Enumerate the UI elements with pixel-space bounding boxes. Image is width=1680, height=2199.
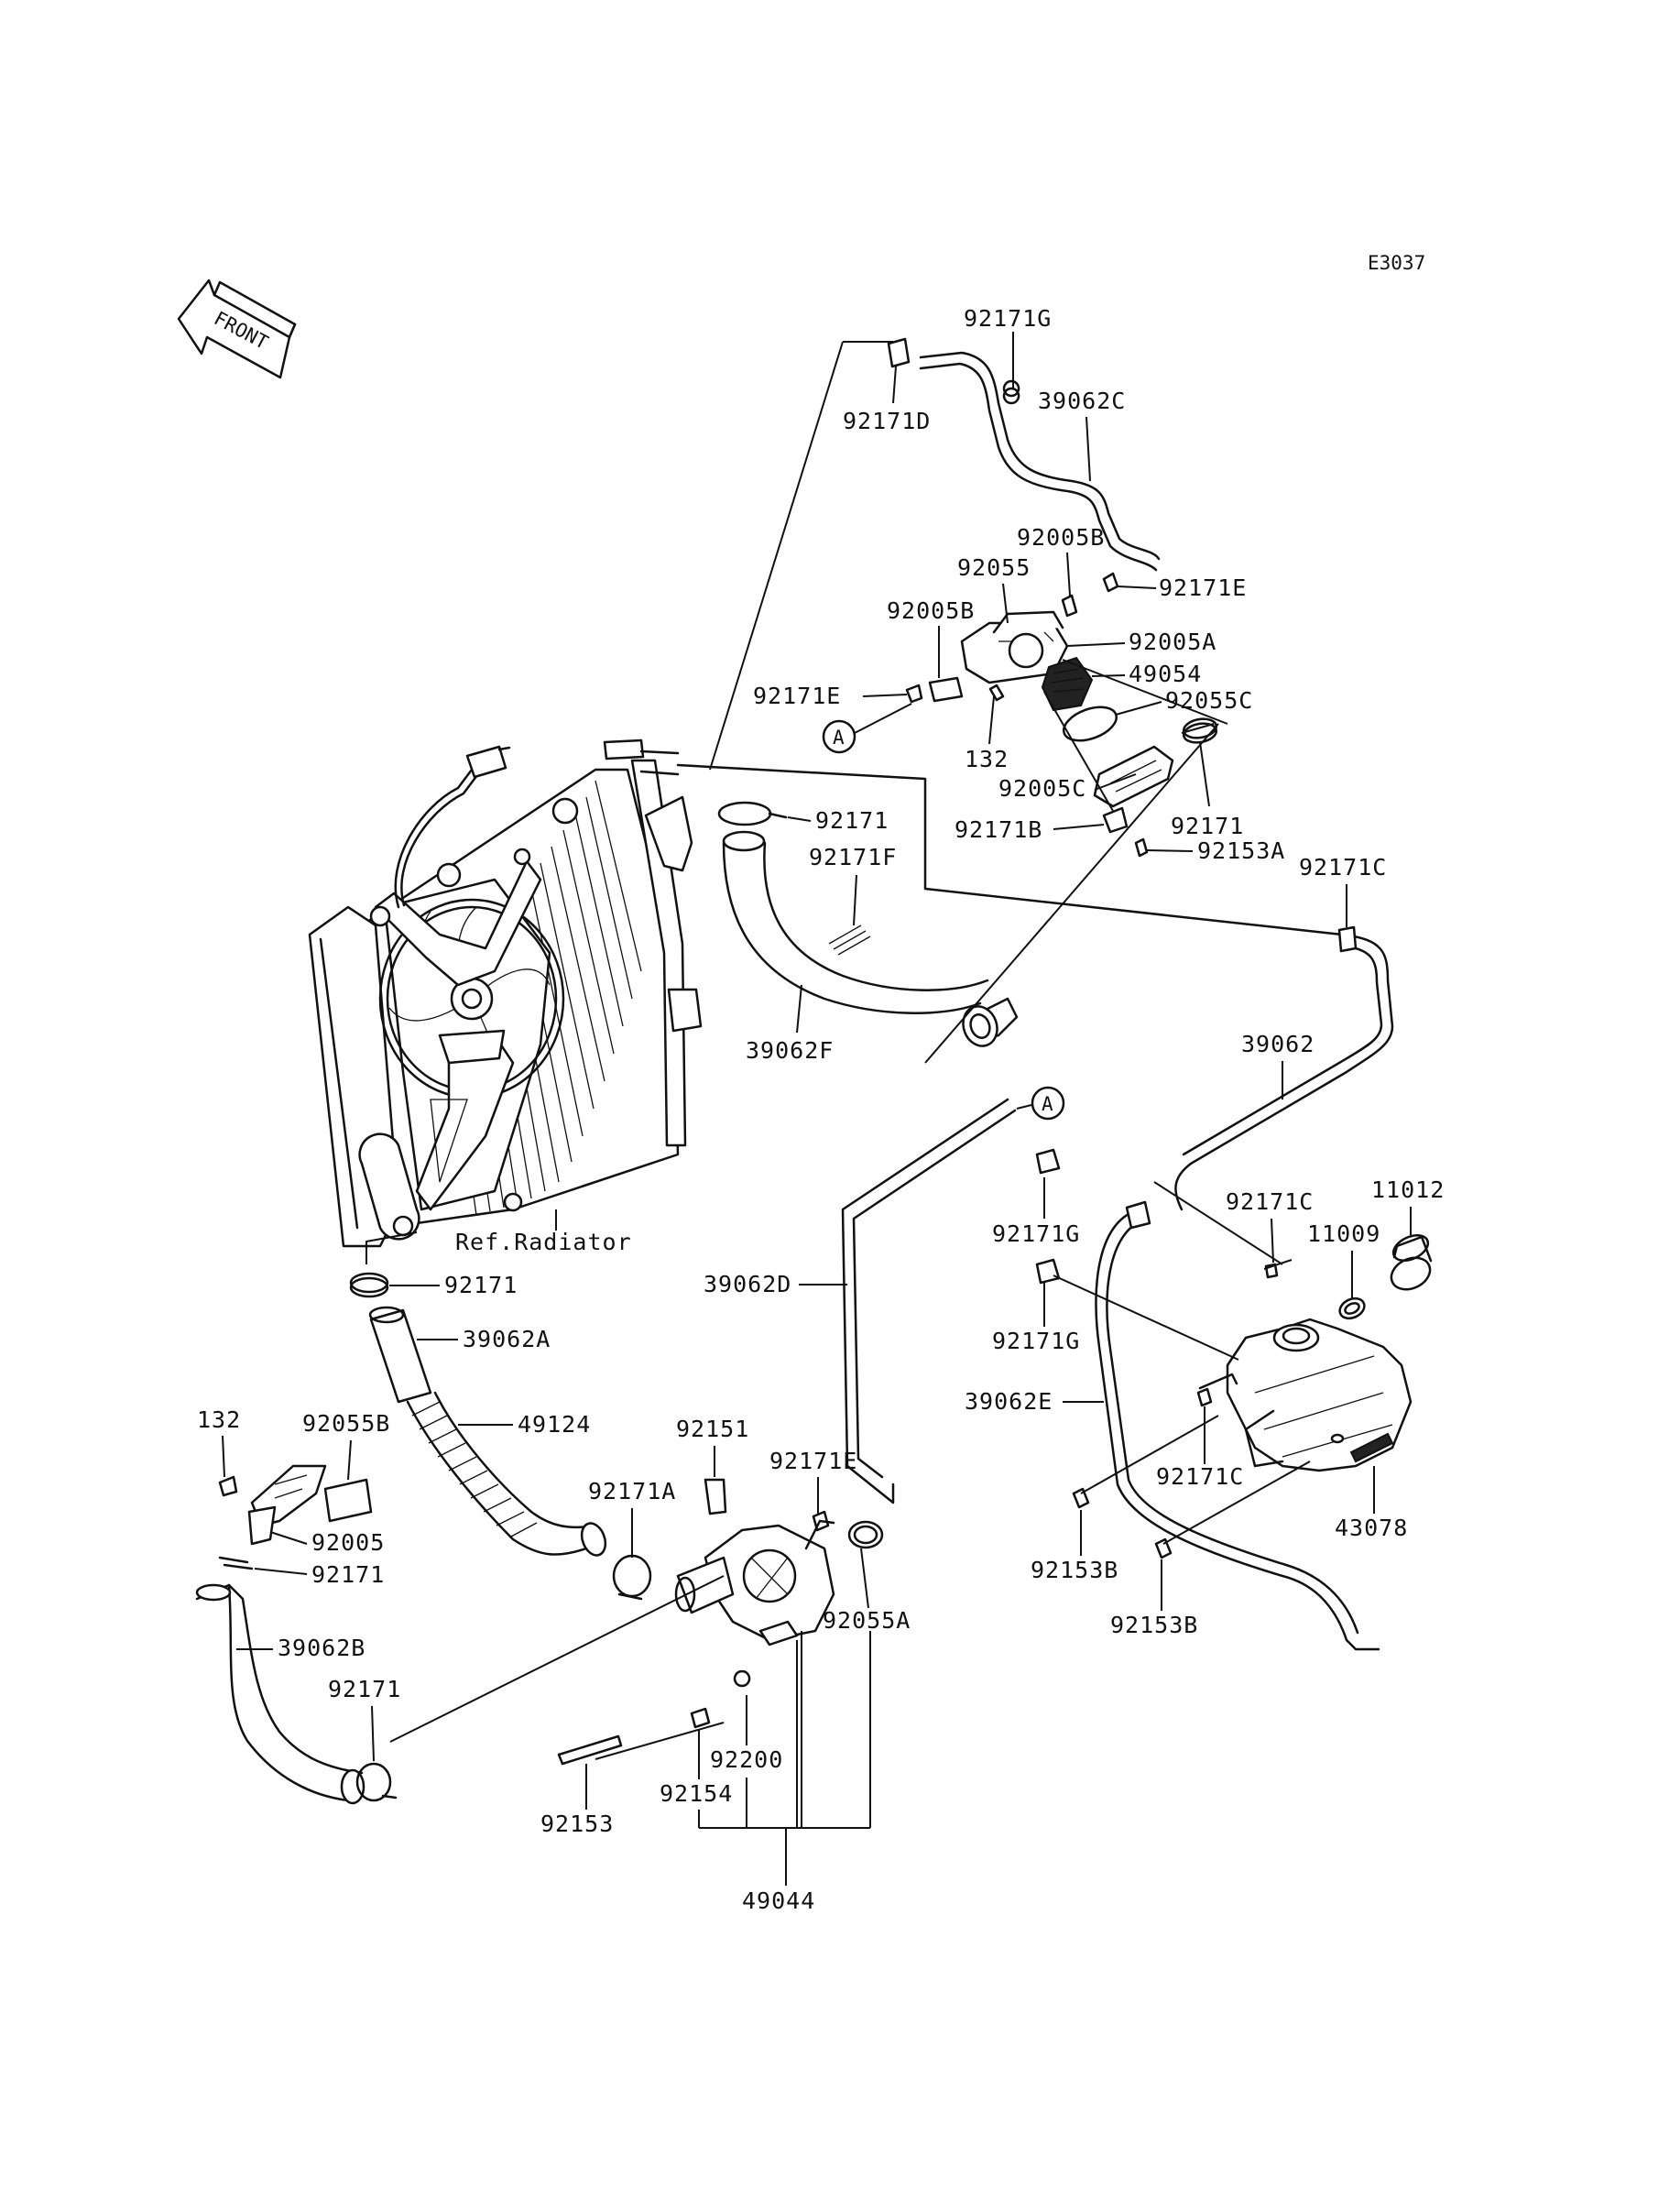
clamp-92171-top [717, 801, 788, 826]
clip-92171e-low [812, 1510, 830, 1532]
label-132-low: 132 [197, 1406, 241, 1433]
svg-text:A: A [833, 727, 845, 749]
svg-text:A: A [1042, 1093, 1053, 1115]
label-39062: 39062 [1241, 1031, 1315, 1057]
clip-92171f [828, 924, 871, 956]
label-92005c: 92005C [998, 775, 1086, 802]
label-11009: 11009 [1307, 1220, 1380, 1247]
label-49044: 49044 [742, 1887, 815, 1914]
label-92153b-a: 92153B [1031, 1557, 1118, 1583]
hose-39062c [919, 351, 1161, 561]
marker-a-mid: A [1016, 1086, 1065, 1121]
label-92171b: 92171B [955, 816, 1042, 843]
label-92005b-b: 92005B [887, 597, 975, 624]
label-92171-mid: 92171 [444, 1272, 518, 1298]
label-92171d: 92171D [843, 408, 931, 434]
label-92151: 92151 [676, 1416, 749, 1442]
hose-49124 [406, 1391, 607, 1557]
label-11012: 11012 [1371, 1176, 1445, 1203]
label-92153b-b: 92153B [1110, 1612, 1198, 1638]
label-43078: 43078 [1335, 1515, 1408, 1541]
label-39062e: 39062E [965, 1388, 1053, 1415]
hose-39062d [841, 1098, 1009, 1504]
label-92171a: 92171A [588, 1478, 676, 1504]
bolt-92153b-a [1072, 1487, 1090, 1509]
label-132-top: 132 [965, 746, 1009, 772]
label-92055c: 92055C [1165, 687, 1253, 714]
reservoir-cap-11012 [1390, 1233, 1433, 1291]
hose-39062 [676, 763, 1394, 1211]
label-92153a: 92153A [1197, 837, 1285, 864]
label-92171e-top: 92171E [1159, 574, 1247, 601]
o-ring-92055a [847, 1520, 884, 1549]
label-92171g-mid: 92171G [992, 1220, 1080, 1247]
hose-39062e [1095, 1208, 1380, 1651]
label-39062b: 39062B [278, 1635, 365, 1661]
clip-92171g-top [1002, 379, 1020, 405]
clip-92171c-mid [1264, 1263, 1279, 1279]
label-92171g-low: 92171G [992, 1328, 1080, 1354]
label-49054: 49054 [1129, 661, 1202, 687]
hose-39062f [722, 830, 1019, 1047]
bolt-92154 [690, 1707, 711, 1729]
thermostat-cover-92005 [218, 1464, 327, 1546]
label-49124: 49124 [518, 1411, 591, 1438]
clamp-92171-mid [349, 1272, 389, 1298]
label-92153: 92153 [540, 1811, 614, 1837]
label-92171-low1: 92171 [311, 1561, 385, 1588]
bolt-92153 [557, 1734, 623, 1766]
label-92171e-left: 92171E [753, 683, 841, 709]
label-92055a: 92055A [823, 1607, 911, 1634]
hose-39062a [368, 1306, 432, 1404]
label-92055b: 92055B [302, 1410, 390, 1437]
clamp-92171-low [218, 1556, 398, 1802]
gasket-92055b [323, 1478, 373, 1523]
label-39062d: 39062D [704, 1271, 791, 1297]
bolt-92153b-b [1154, 1537, 1173, 1559]
washer-92200 [733, 1669, 751, 1688]
marker-a-top: A [822, 703, 912, 754]
label-92005: 92005 [311, 1529, 385, 1556]
thermostat-housing-assembly [905, 572, 1218, 858]
label-92171-top: 92171 [815, 807, 889, 834]
label-92154: 92154 [660, 1780, 733, 1807]
diagram-code: E3037 [1368, 252, 1425, 274]
label-39062f: 39062F [746, 1037, 834, 1064]
label-39062a: 39062A [463, 1326, 551, 1352]
label-92171-right: 92171 [1171, 813, 1244, 839]
clamp-92171a [612, 1554, 652, 1601]
coolant-reservoir-43078 [1198, 1318, 1413, 1472]
label-92171g-top: 92171G [964, 305, 1052, 332]
label-92171f: 92171F [809, 844, 897, 870]
label-39062c: 39062C [1038, 388, 1126, 414]
gasket-11009 [1338, 1296, 1366, 1320]
label-92171c-mid: 92171C [1226, 1188, 1314, 1215]
label-92055: 92055 [957, 554, 1031, 581]
bolt-92151 [704, 1478, 727, 1515]
front-arrow-icon: FRONT [177, 279, 297, 379]
label-92200: 92200 [710, 1746, 783, 1773]
label-92005b-a: 92005B [1017, 524, 1105, 551]
clip-92171c-top [1337, 925, 1358, 953]
ref-radiator-label: Ref.Radiator [455, 1229, 632, 1255]
label-92171-low2: 92171 [328, 1676, 401, 1702]
clip-92171c-low [1196, 1387, 1213, 1407]
radiator-assembly [308, 738, 703, 1248]
label-92171c-top: 92171C [1299, 854, 1387, 881]
clip-92171d [887, 337, 911, 368]
label-92005a: 92005A [1129, 629, 1216, 655]
label-92171e-low: 92171E [769, 1448, 857, 1474]
water-pump-49044 [674, 1519, 835, 1647]
label-92171c-low: 92171C [1156, 1463, 1244, 1490]
clip-92171g-mid [1035, 1148, 1061, 1285]
